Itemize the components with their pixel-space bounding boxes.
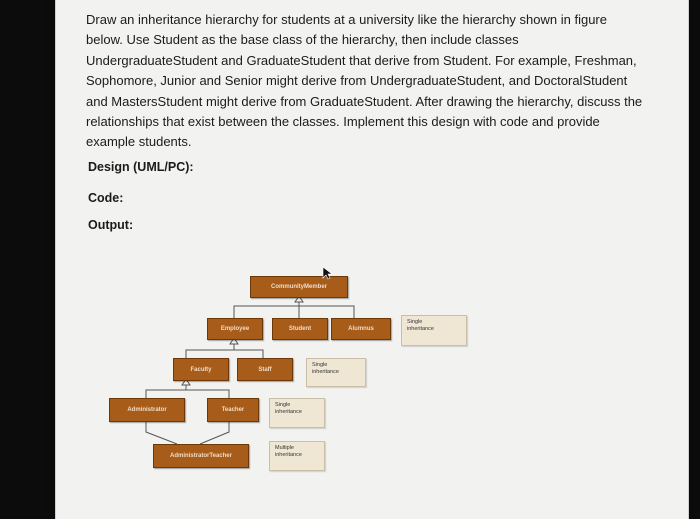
note-single-inheritance-2: Single inheritance — [306, 358, 366, 387]
class-administrator: Administrator — [109, 398, 185, 422]
design-label: Design (UML/PC): — [88, 160, 194, 174]
question-text: Draw an inheritance hierarchy for studen… — [86, 12, 643, 150]
note-single-inheritance-3: Single inheritance — [269, 398, 325, 428]
inheritance-arrows — [145, 295, 355, 445]
uml-inheritance-diagram: CommunityMember Employee Student Alumnus… — [56, 0, 688, 519]
note-multiple-inheritance: Multiple inheritance — [269, 441, 325, 471]
class-employee: Employee — [207, 318, 263, 340]
class-teacher: Teacher — [207, 398, 259, 422]
mouse-cursor-icon — [322, 266, 333, 280]
class-student: Student — [272, 318, 328, 340]
class-alumnus: Alumnus — [331, 318, 391, 340]
output-label: Output: — [88, 218, 134, 232]
class-faculty: Faculty — [173, 358, 229, 381]
document-page: Draw an inheritance hierarchy for studen… — [55, 0, 689, 519]
note-single-inheritance-1: Single inheritance — [401, 315, 467, 346]
class-staff: Staff — [237, 358, 293, 381]
code-label: Code: — [88, 191, 124, 205]
class-community-member: CommunityMember — [250, 276, 348, 298]
class-administrator-teacher: AdministratorTeacher — [153, 444, 249, 468]
